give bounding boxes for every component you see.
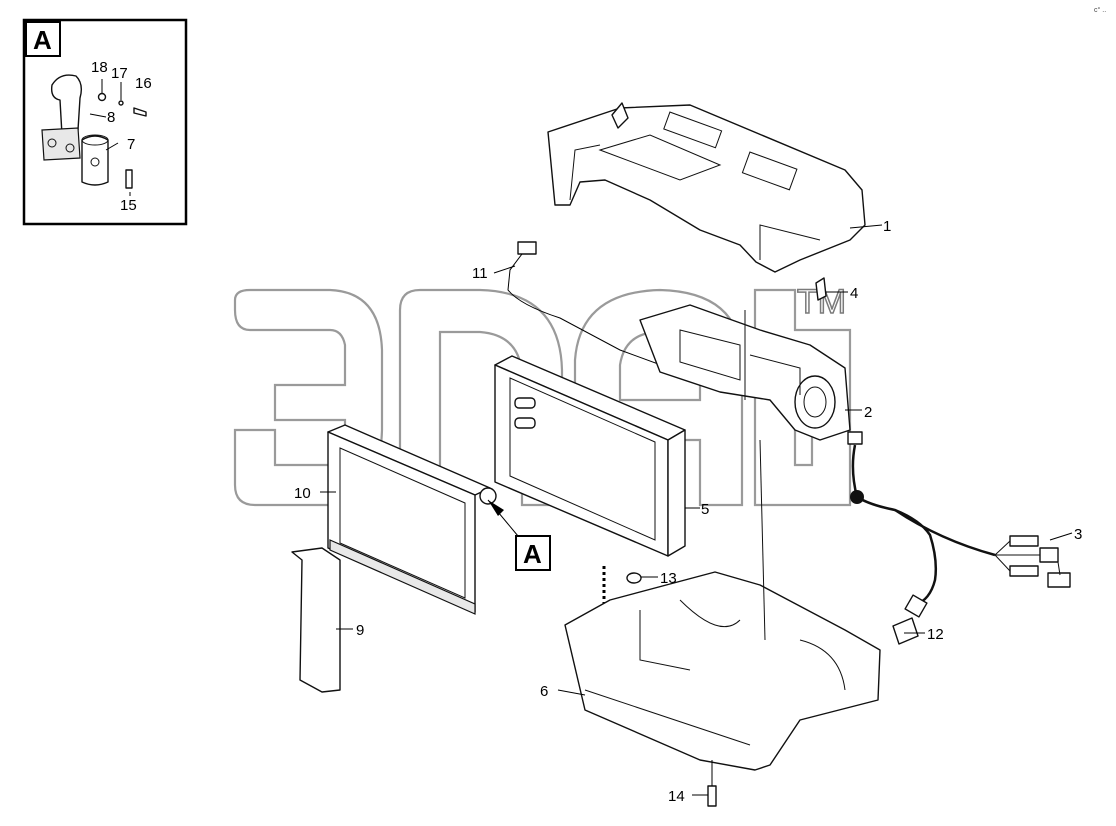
label-part-13: 13 [660,570,677,587]
sensor-part-12 [892,594,928,645]
detail-box-a: A [22,18,188,226]
clip-part-4 [815,277,827,301]
label-part-12: 12 [927,626,944,643]
label-part-11: 11 [472,265,488,282]
label-part-1: 1 [883,218,891,235]
label-part-5: 5 [701,501,709,518]
callout-letter: A [523,539,542,569]
label-part-8: 8 [107,109,115,126]
label-part-6: 6 [540,683,548,700]
upper-housing [547,102,866,273]
leaders [320,224,1073,796]
cable-part-11 [507,241,681,373]
label-part-16: 16 [135,75,152,92]
lower-housing-part-6 [564,439,881,771]
bracket-part-9 [291,547,341,693]
detail-letter: A [33,25,52,55]
label-part-15: 15 [120,197,137,214]
evaporator-part-5 [494,355,686,557]
label-part-3: 3 [1074,526,1082,543]
part-labels: 1 2 3 4 5 6 7 8 9 10 11 12 13 14 15 16 1… [91,59,1082,805]
harness-part-3 [847,431,1071,607]
callout-box-a: A [487,499,551,571]
label-part-10: 10 [294,485,311,502]
label-part-14: 14 [668,788,685,805]
label-part-18: 18 [91,59,108,76]
screw-part-14 [707,785,717,807]
corner-mark: c° .. [1094,6,1106,14]
nut-part-13 [626,572,642,584]
label-part-2: 2 [864,404,872,421]
label-part-4: 4 [850,285,858,302]
label-part-7: 7 [127,136,135,153]
label-part-9: 9 [356,622,364,639]
heater-core-part-10 [327,424,497,615]
label-part-17: 17 [111,65,128,82]
blower-part-2 [639,304,851,441]
